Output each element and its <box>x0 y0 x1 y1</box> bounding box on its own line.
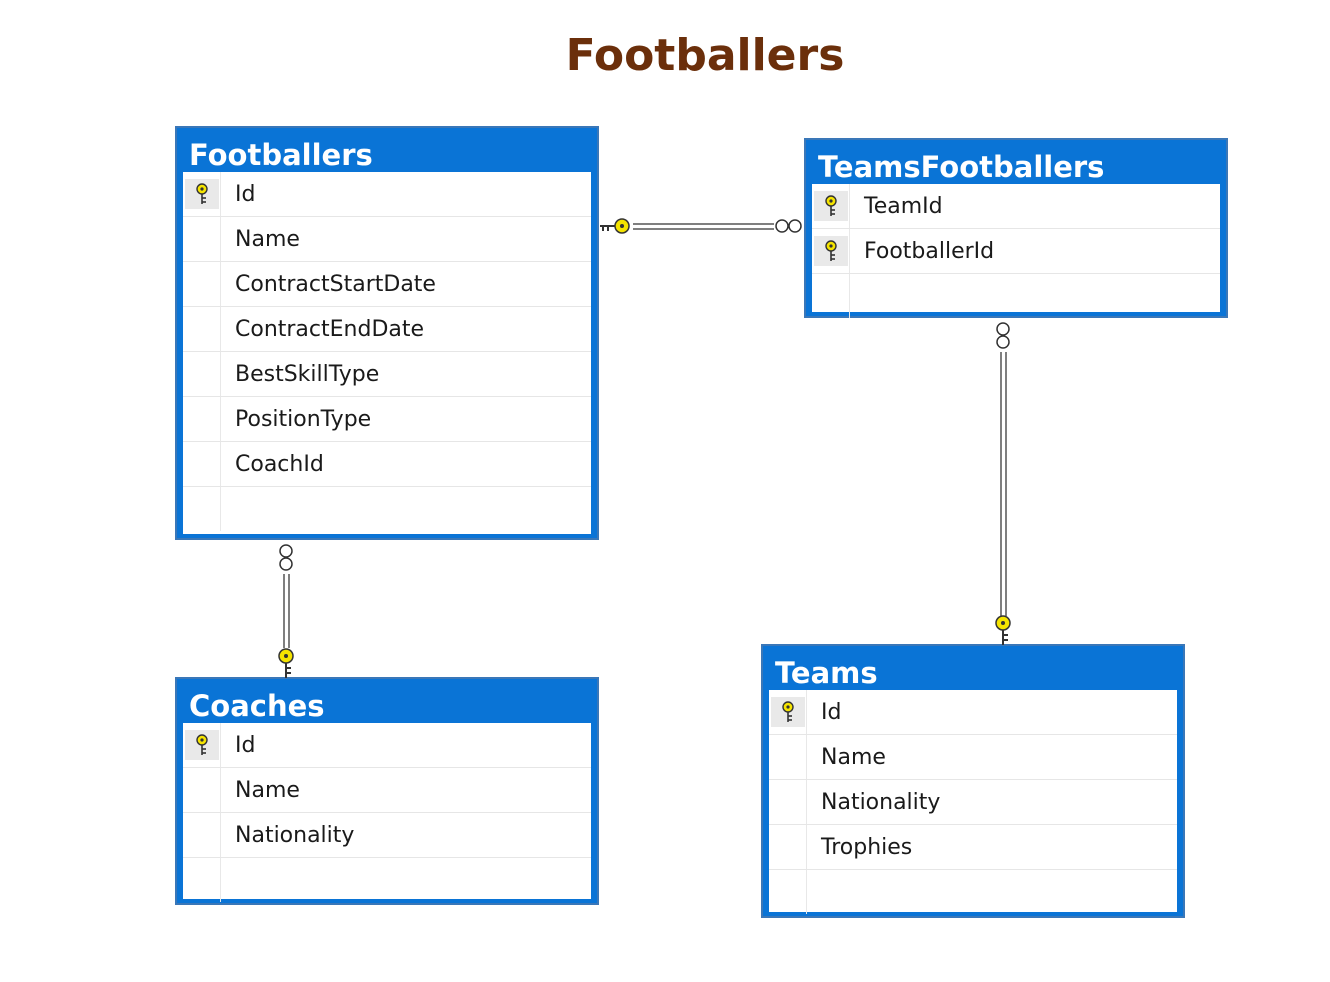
row-gutter <box>183 352 221 396</box>
column-name: ContractEndDate <box>235 316 425 342</box>
primary-key-icon <box>184 730 219 760</box>
column-row[interactable]: Id <box>183 723 591 768</box>
table-title: Coaches <box>189 689 325 723</box>
row-gutter <box>812 274 850 318</box>
primary-key-icon <box>770 697 805 727</box>
key-end-icon <box>278 648 294 678</box>
row-gutter <box>183 487 221 531</box>
column-row[interactable]: ContractEndDate <box>183 307 591 352</box>
table-title: Footballers <box>189 138 373 172</box>
column-name: Nationality <box>235 822 355 848</box>
empty-row <box>183 858 591 902</box>
key-end-icon <box>995 615 1011 645</box>
column-name: Nationality <box>821 789 941 815</box>
column-row[interactable]: Name <box>769 735 1177 780</box>
row-gutter <box>183 397 221 441</box>
empty-row <box>769 870 1177 914</box>
relationship-footballers-teamsfootballers[interactable] <box>600 218 802 234</box>
column-row[interactable]: TeamId <box>812 184 1220 229</box>
table-title: TeamsFootballers <box>818 150 1105 184</box>
column-row[interactable]: BestSkillType <box>183 352 591 397</box>
row-gutter <box>812 229 850 273</box>
column-row[interactable]: Name <box>183 217 591 262</box>
page-title: Footballers <box>565 30 845 81</box>
column-name: ContractStartDate <box>235 271 436 297</box>
column-row[interactable]: Trophies <box>769 825 1177 870</box>
relationship-coaches-footballers[interactable] <box>278 544 294 678</box>
infinity-end-icon <box>775 219 802 233</box>
column-row[interactable]: PositionType <box>183 397 591 442</box>
column-name: Name <box>235 777 300 803</box>
column-name: CoachId <box>235 451 324 477</box>
table-title: Teams <box>775 656 878 690</box>
empty-row <box>812 274 1220 318</box>
row-gutter <box>769 870 807 914</box>
column-name: Name <box>235 226 300 252</box>
empty-row <box>183 487 591 531</box>
row-gutter <box>769 780 807 824</box>
column-name: PositionType <box>235 406 372 432</box>
column-name: Id <box>235 732 256 758</box>
column-row[interactable]: CoachId <box>183 442 591 487</box>
column-row[interactable]: ContractStartDate <box>183 262 591 307</box>
infinity-end-icon <box>996 322 1010 349</box>
row-gutter <box>183 768 221 812</box>
row-gutter <box>769 825 807 869</box>
column-row[interactable]: Id <box>769 690 1177 735</box>
row-gutter <box>769 735 807 779</box>
column-name: TeamId <box>864 193 943 219</box>
primary-key-icon <box>813 191 848 221</box>
row-gutter <box>183 442 221 486</box>
column-name: BestSkillType <box>235 361 380 387</box>
primary-key-icon <box>184 179 219 209</box>
row-gutter <box>183 723 221 767</box>
column-row[interactable]: Nationality <box>769 780 1177 825</box>
infinity-end-icon <box>279 544 293 571</box>
row-gutter <box>183 813 221 857</box>
primary-key-icon <box>813 236 848 266</box>
column-name: Name <box>821 744 886 770</box>
column-row[interactable]: FootballerId <box>812 229 1220 274</box>
row-gutter <box>183 858 221 902</box>
row-gutter <box>183 217 221 261</box>
row-gutter <box>183 262 221 306</box>
row-gutter <box>183 172 221 216</box>
column-row[interactable]: Id <box>183 172 591 217</box>
column-name: Trophies <box>821 834 913 860</box>
column-name: Id <box>235 181 256 207</box>
relationship-teams-teamsfootballers[interactable] <box>995 322 1011 645</box>
row-gutter <box>769 690 807 734</box>
row-gutter <box>183 307 221 351</box>
column-name: FootballerId <box>864 238 995 264</box>
key-end-icon <box>600 218 630 234</box>
column-row[interactable]: Name <box>183 768 591 813</box>
column-row[interactable]: Nationality <box>183 813 591 858</box>
row-gutter <box>812 184 850 228</box>
column-name: Id <box>821 699 842 725</box>
